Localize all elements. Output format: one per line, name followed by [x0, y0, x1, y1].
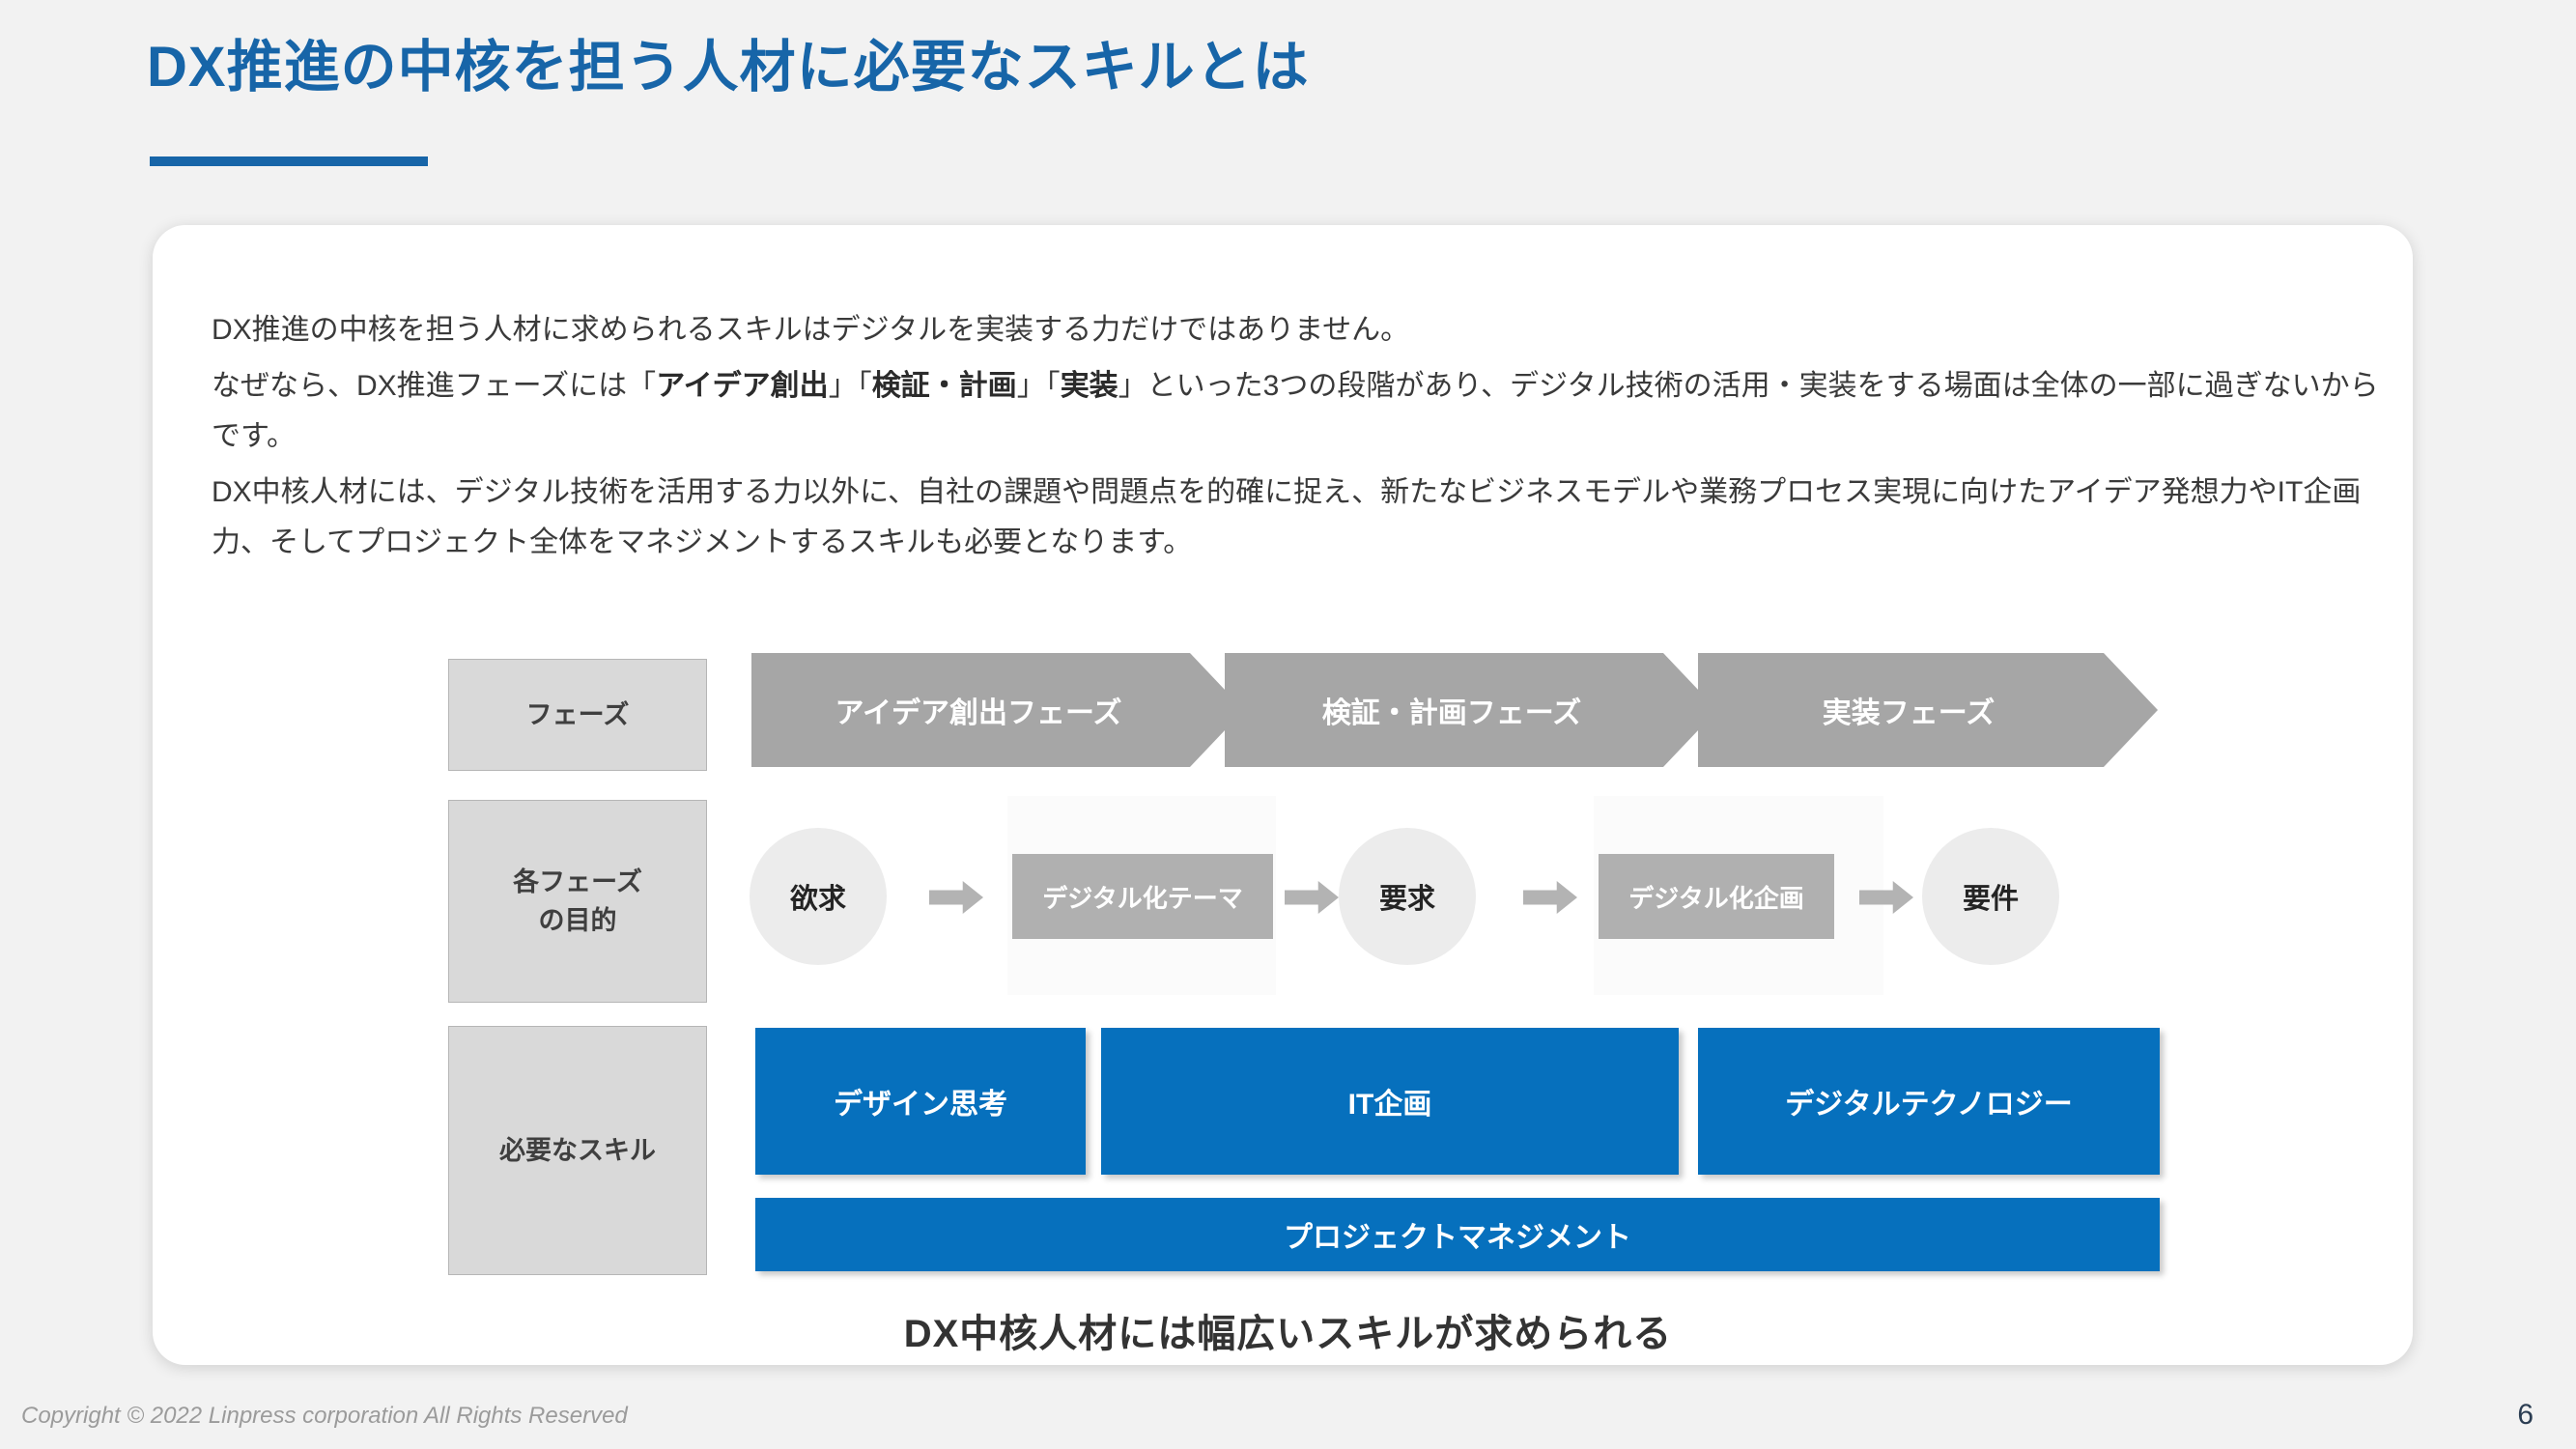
purpose-box-digital-theme: デジタル化テーマ — [1012, 854, 1273, 939]
page-number: 6 — [2517, 1399, 2534, 1431]
purpose-circle-desire: 欲求 — [750, 828, 887, 965]
phase-chevron-validation: 検証・計画フェーズ — [1225, 653, 1717, 767]
body-paragraph-2: なぜなら、DX推進フェーズには「アイデア創出」「検証・計画」「実装」といった3つ… — [212, 361, 2394, 462]
skill-box-digital-technology: デジタルテクノロジー — [1698, 1028, 2160, 1175]
phase-chevron-implementation: 実装フェーズ — [1698, 653, 2158, 767]
diagram-caption: DX中核人材には幅広いスキルが求められる — [903, 1313, 1673, 1355]
p2-mid-2: 」「 — [1016, 370, 1061, 402]
p2-suffix: 」といった3つの段階があり、デジタル技術の活用・実装をする場面は全体の一部に過ぎ… — [212, 370, 2379, 452]
phase-chevron-idea: アイデア創出フェーズ — [751, 653, 1244, 767]
footer-copyright: Copyright © 2022 Linpress corporation Al… — [21, 1403, 628, 1429]
skill-box-it-planning: IT企画 — [1101, 1028, 1679, 1175]
purpose-circle-requirement: 要件 — [1922, 828, 2059, 965]
title-underline-accent — [150, 156, 428, 166]
row-label-skills: 必要なスキル — [448, 1026, 707, 1275]
p2-bold-implement: 実装 — [1060, 370, 1118, 402]
body-paragraph-1: DX推進の中核を担う人材に求められるスキルはデジタルを実装する力だけではありませ… — [212, 314, 1410, 346]
purpose-box-digital-plan: デジタル化企画 — [1599, 854, 1834, 939]
body-text-block: DX推進の中核を担う人材に求められるスキルはデジタルを実装する力だけではありませ… — [212, 305, 2394, 574]
p2-prefix: なぜなら、DX推進フェーズには「 — [212, 370, 657, 402]
p2-bold-validate: 検証・計画 — [871, 370, 1017, 402]
page-title: DX推進の中核を担う人材に必要なスキルとは — [147, 36, 1310, 99]
p2-bold-idea: アイデア創出 — [656, 370, 829, 402]
row-label-phase: フェーズ — [448, 659, 707, 771]
skill-box-project-management: プロジェクトマネジメント — [755, 1198, 2160, 1271]
row-label-purpose: 各フェーズ の目的 — [448, 800, 707, 1003]
skill-box-design-thinking: デザイン思考 — [755, 1028, 1086, 1175]
p2-mid-1: 」「 — [828, 370, 872, 402]
body-paragraph-3: DX中核人材には、デジタル技術を活用する力以外に、自社の課題や問題点を的確に捉え… — [212, 476, 2362, 558]
purpose-circle-demand: 要求 — [1339, 828, 1476, 965]
